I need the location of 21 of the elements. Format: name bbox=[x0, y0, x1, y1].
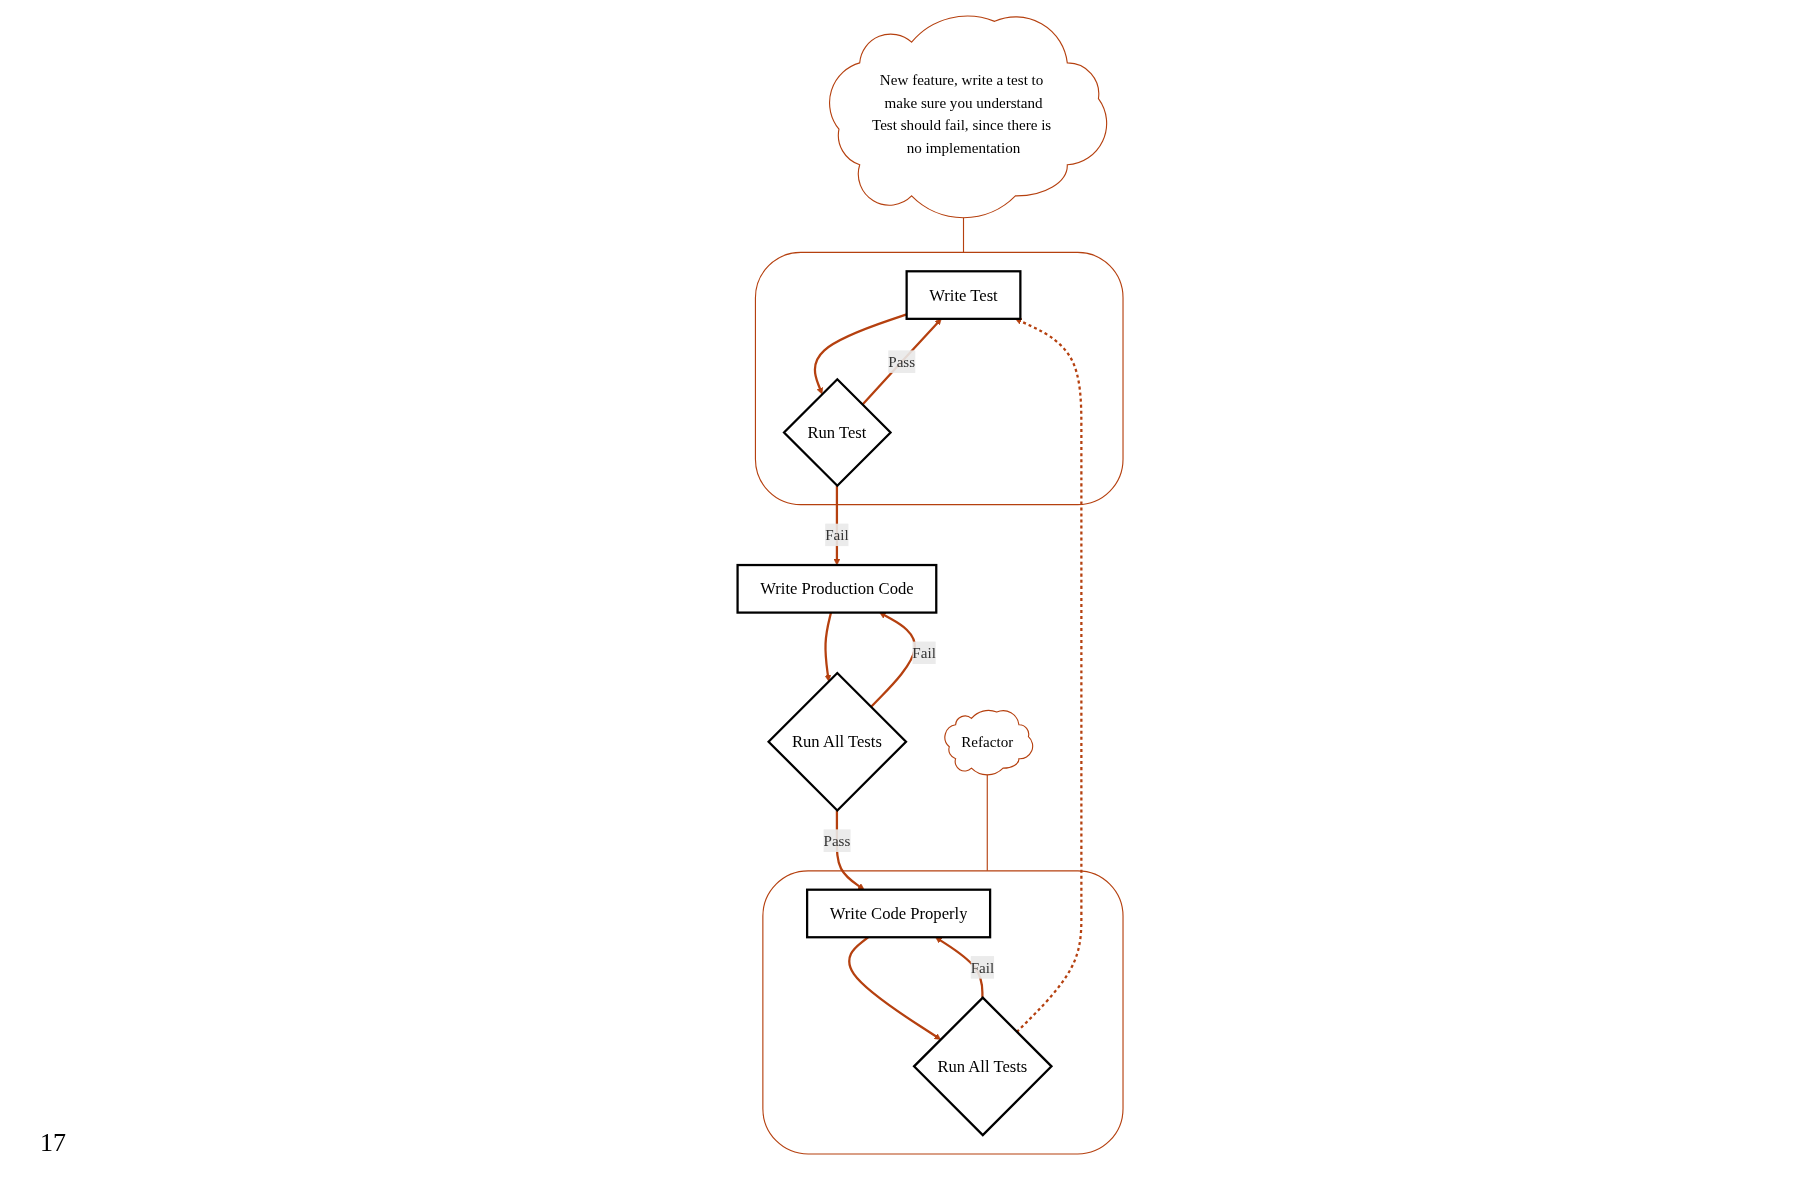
arrow bbox=[1014, 318, 1083, 1033]
edge-label: Fail bbox=[912, 644, 936, 662]
edge-label: Pass bbox=[887, 353, 915, 370]
node-diamond: Run All Tests bbox=[912, 996, 1053, 1137]
arrow bbox=[861, 318, 942, 406]
page-number: 17 bbox=[40, 1128, 66, 1157]
cluster bbox=[762, 870, 1124, 1155]
edge-label: Fail bbox=[970, 959, 994, 976]
arrow bbox=[813, 313, 907, 395]
arrow bbox=[824, 612, 832, 682]
arrow bbox=[833, 485, 840, 566]
connector bbox=[986, 773, 988, 872]
edge-label: Fail bbox=[824, 526, 849, 544]
node-box: Write Code Properly bbox=[805, 888, 991, 939]
arrow bbox=[869, 612, 916, 708]
cluster bbox=[754, 251, 1124, 506]
node-diamond: Run All Tests bbox=[766, 671, 908, 813]
node-box: Write Production Code bbox=[736, 563, 938, 614]
edge-label: Pass bbox=[823, 832, 851, 849]
node-diamond: Run Test bbox=[782, 377, 892, 488]
node-box: Write Test bbox=[905, 270, 1022, 320]
